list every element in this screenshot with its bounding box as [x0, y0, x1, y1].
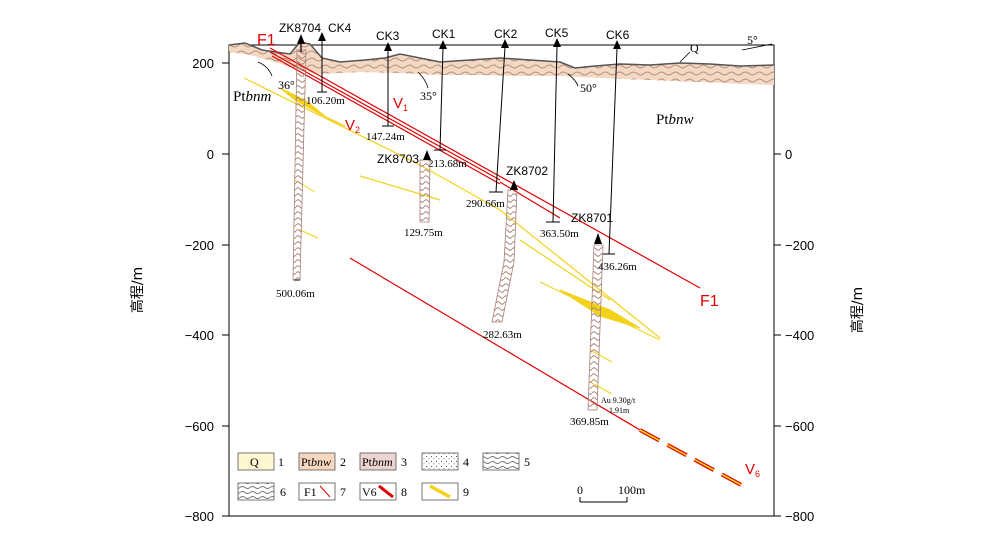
legend-7-num: 7	[340, 485, 346, 499]
legend-swatch-1	[237, 452, 275, 471]
legend-swatch-6	[237, 482, 275, 501]
zk8703-depth: 129.75m	[404, 227, 443, 239]
left-tick-minus-800: −800	[185, 509, 214, 524]
ck2-label: CK2	[494, 27, 518, 41]
fault-label-top: F1	[257, 32, 276, 49]
fault-f1	[269, 47, 701, 289]
ck3-depth: 147.24m	[366, 131, 405, 143]
fault-label-right: F1	[700, 293, 719, 310]
drillhole-zk8702: ZK8702 282.63m	[483, 164, 548, 341]
drillhole-zk8704: ZK8704 500.06m	[276, 21, 321, 300]
orebody-v2-band	[279, 87, 346, 127]
legend-8-text: V6	[362, 485, 377, 499]
legend-4-num: 4	[463, 455, 469, 469]
zk8702-depth: 282.63m	[483, 329, 522, 341]
legend-swatch-5	[482, 452, 520, 471]
legend-8-num: 8	[401, 485, 407, 499]
v1-label: V1	[393, 95, 408, 113]
legend-1-num: 1	[278, 455, 284, 469]
drillhole-ck5: CK5 363.50m	[540, 26, 579, 240]
dip-annotations: 36° 35° 50° 5° Q	[257, 33, 773, 103]
legend-9-num: 9	[463, 485, 469, 499]
left-tick-minus-200: −200	[185, 238, 214, 253]
left-tick-0: 0	[207, 147, 214, 162]
quaternary-label: Q	[690, 41, 699, 55]
scale-bar: 0 100m	[577, 483, 646, 503]
zk8703-label: ZK8703	[377, 152, 419, 166]
left-tick-minus-400: −400	[185, 328, 214, 343]
drillhole-ck4: CK4 106.20m	[306, 21, 352, 107]
v6-label: V6	[745, 461, 760, 479]
legend-1-text: Q	[250, 455, 259, 469]
right-tick-minus-600: −600	[785, 419, 814, 434]
legend-7-text: F1	[304, 485, 317, 499]
right-axis: 0 −200 −400 −600 −800 高程/m	[774, 147, 866, 524]
v2-label: V2	[345, 117, 360, 135]
ck1-label: CK1	[432, 27, 456, 41]
legend-6-num: 6	[280, 485, 286, 499]
drillhole-ck3: CK3 147.24m	[366, 29, 405, 143]
legend: Q 1 Ptbnw 2 Ptbnm 3 4 5 6 F1 7 V6 8 9	[237, 452, 530, 501]
dip-50: 50°	[580, 81, 597, 95]
zk8702-label: ZK8702	[506, 164, 548, 178]
legend-3-num: 3	[401, 455, 407, 469]
surface-cover-wave	[229, 42, 774, 85]
vein-v6	[349, 257, 746, 489]
left-tick-minus-600: −600	[185, 419, 214, 434]
legend-swatch-4	[421, 452, 459, 471]
zk8701-label: ZK8701	[571, 211, 613, 225]
legend-2-num: 2	[340, 455, 346, 469]
scale-start: 0	[577, 483, 583, 497]
drillhole-ck1: CK1 213.68m	[428, 27, 467, 170]
ck6-label: CK6	[606, 28, 630, 42]
right-axis-title: 高程/m	[849, 287, 866, 333]
legend-5-num: 5	[524, 455, 530, 469]
left-axis: 200 0 −200 −400 −600 −800 高程/m	[129, 56, 229, 524]
right-tick-0: 0	[785, 147, 792, 162]
section-frame	[228, 44, 775, 517]
ck3-label: CK3	[376, 29, 400, 43]
zk8704-depth: 500.06m	[276, 288, 315, 300]
legend-swatch-7	[298, 482, 336, 501]
left-axis-title: 高程/m	[129, 267, 146, 313]
legend-2-text: Ptbnw	[301, 455, 331, 469]
assay-width: 1.91m	[609, 406, 630, 415]
ck6-depth: 436.26m	[598, 261, 637, 273]
slope-5: 5°	[747, 33, 758, 47]
left-tick-200: 200	[192, 56, 214, 71]
ck4-depth: 106.20m	[306, 95, 345, 107]
scale-end: 100m	[618, 483, 646, 497]
dip-35: 35°	[420, 89, 437, 103]
legend-swatch-3	[359, 452, 397, 471]
ck1-depth: 213.68m	[428, 158, 467, 170]
formation-pt-bnw: Ptbnw	[656, 112, 694, 128]
ck5-label: CK5	[545, 26, 569, 40]
legend-swatch-2	[298, 452, 336, 471]
drillhole-ck2: CK2 290.66m	[466, 27, 518, 210]
dip-36: 36°	[278, 78, 295, 92]
zk8704-label: ZK8704	[279, 21, 321, 35]
ck2-depth: 290.66m	[466, 198, 505, 210]
zk8701-depth: 369.85m	[570, 416, 609, 428]
drillhole-zk8701: ZK8701 369.85m Au 9.30g/t 1.91m	[570, 211, 636, 428]
ck5-depth: 363.50m	[540, 228, 579, 240]
ck4-label: CK4	[328, 21, 352, 35]
right-tick-minus-800: −800	[785, 509, 814, 524]
assay-grade: Au 9.30g/t	[601, 396, 636, 405]
drillhole-ck6: CK6 436.26m	[598, 28, 637, 273]
drillhole-zk8703: ZK8703 129.75m	[377, 150, 443, 239]
formation-pt-bnm: Ptbnm	[233, 89, 272, 105]
right-tick-minus-400: −400	[785, 328, 814, 343]
legend-swatch-8	[359, 482, 397, 501]
right-tick-minus-200: −200	[785, 238, 814, 253]
legend-3-text: Ptbnm	[362, 455, 393, 469]
